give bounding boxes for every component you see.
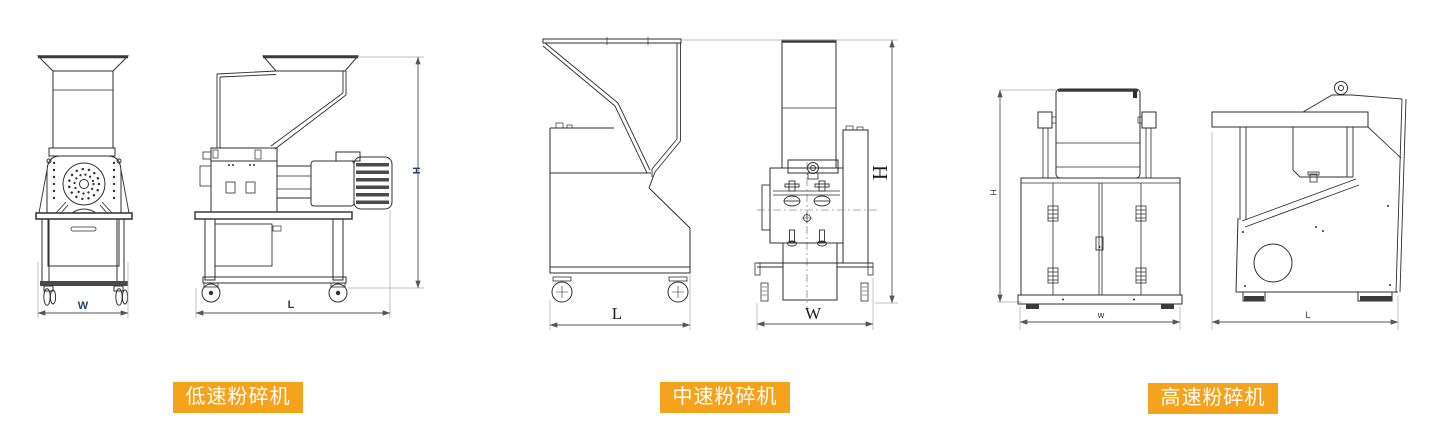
dim-label-length: L bbox=[1305, 310, 1311, 320]
dim-label-width: W bbox=[804, 304, 822, 323]
machine-name-tag-high-speed: 高速粉碎机 bbox=[1148, 383, 1278, 414]
dim-label-width: W bbox=[77, 300, 89, 312]
low-speed-front-view bbox=[35, 55, 133, 318]
dim-label-height: H bbox=[868, 164, 893, 181]
dim-label-length: L bbox=[287, 299, 295, 311]
machine-name-tag-low-speed: 低速粉碎机 bbox=[173, 382, 303, 413]
medium-speed-side-view bbox=[542, 37, 691, 330]
dim-label-height: H bbox=[989, 189, 999, 196]
high-speed-side-view bbox=[1211, 81, 1407, 330]
dim-label-width: w bbox=[1097, 310, 1105, 320]
dim-label-height: H bbox=[412, 166, 424, 175]
technical-drawing bbox=[35, 37, 1407, 330]
high-speed-front-view bbox=[997, 88, 1183, 330]
dim-label-length: L bbox=[611, 304, 623, 323]
medium-speed-front-view bbox=[681, 39, 898, 330]
low-speed-side-view bbox=[194, 55, 424, 318]
machine-name-tag-medium-speed: 中速粉碎机 bbox=[660, 382, 790, 413]
